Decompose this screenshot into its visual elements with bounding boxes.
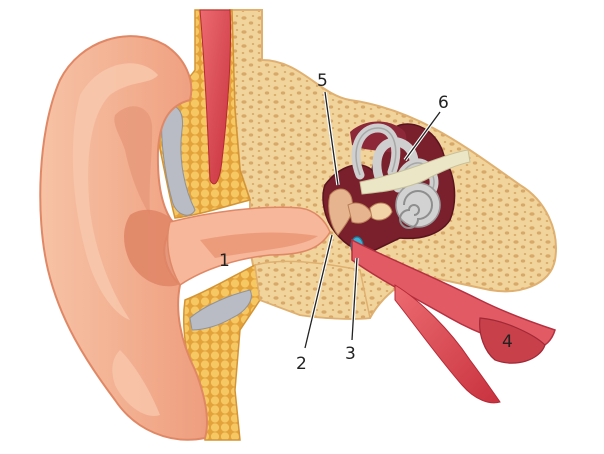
label-4: 4 [502,332,513,352]
auditory-nerve [359,149,471,195]
concha [124,209,178,287]
label-3: 3 [345,344,356,364]
antihelix-fold [114,106,153,215]
ear-canal-shadow [200,232,318,258]
leader-6 [404,111,441,161]
leader-3 [351,257,358,341]
cochlea [395,182,441,229]
lower-muscle [394,284,501,404]
eustachian-tube-end [479,317,546,364]
ossicles [328,188,393,236]
label-1: 1 [219,251,230,271]
leader-5 [324,91,339,186]
label-6: 6 [438,93,449,113]
upper-muscle [199,9,232,185]
cartilage-lower [189,289,252,331]
leader-2 [304,234,333,349]
label-5: 5 [317,71,328,91]
cartilage-upper [161,105,196,216]
earlobe [112,350,160,416]
label-2: 2 [296,354,307,374]
eustachian-tube [351,238,556,349]
helix-fold [72,63,158,320]
leader-lines [303,91,442,349]
